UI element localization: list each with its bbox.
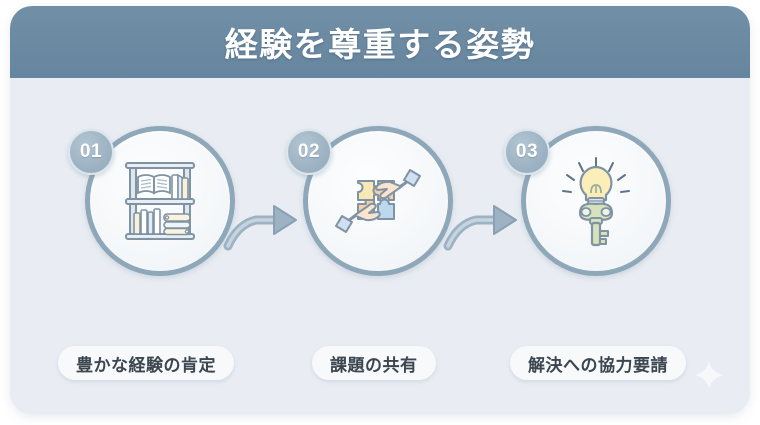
step-2[interactable]: 02 — [278, 126, 478, 326]
step-1-caption-label: 豊かな経験の肯定 — [76, 355, 216, 375]
hands-puzzle-icon — [308, 131, 448, 271]
step-1-caption: 豊かな経験の肯定 — [58, 346, 234, 380]
page-title: 経験を尊重する姿勢 — [224, 26, 536, 63]
curved-arrow-right-icon — [222, 184, 318, 254]
step-3-caption-label: 解決への協力要請 — [528, 355, 668, 375]
step-2-number: 02 — [297, 141, 321, 162]
slide-card: 経験を尊重する姿勢 — [10, 6, 750, 414]
step-3-number-badge: 03 — [504, 129, 550, 175]
step-1-circle — [85, 126, 235, 276]
step-1-number: 01 — [79, 141, 103, 162]
step-2-number-badge: 02 — [286, 129, 332, 175]
lightbulb-key-icon — [526, 131, 666, 271]
step-2-caption-label: 課題の共有 — [330, 355, 418, 375]
step-3-caption: 解決への協力要請 — [510, 346, 686, 380]
steps-container: 01 — [10, 78, 750, 414]
sparkle-icon — [694, 360, 724, 390]
step-1-number-badge: 01 — [68, 129, 114, 175]
curved-arrow-right-icon — [442, 184, 538, 254]
slide-header: 経験を尊重する姿勢 — [10, 6, 750, 78]
step-2-caption: 課題の共有 — [312, 346, 436, 380]
step-3-number: 03 — [515, 141, 539, 162]
step-3[interactable]: 03 — [496, 126, 696, 326]
step-1[interactable]: 01 — [60, 126, 260, 326]
bookshelf-icon — [90, 131, 230, 271]
